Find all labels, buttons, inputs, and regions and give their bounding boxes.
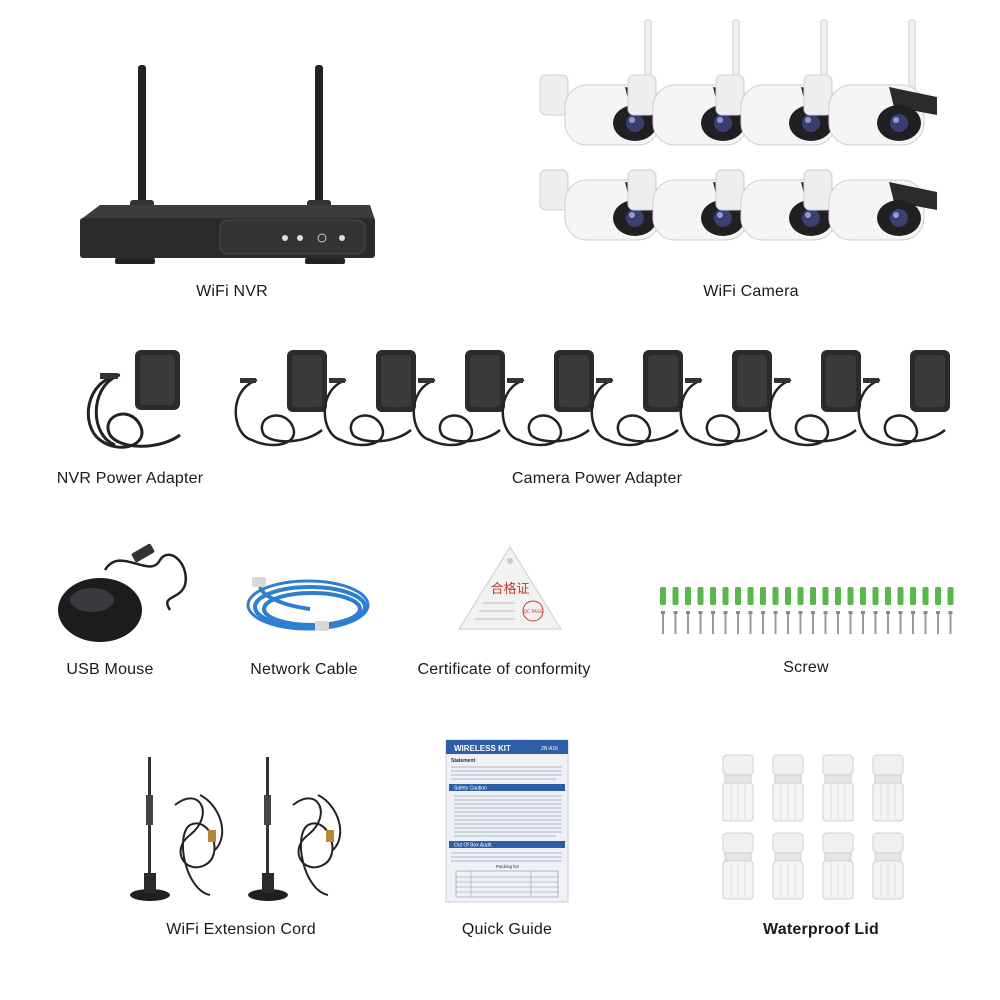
camera-adapter-unit [234, 350, 327, 447]
screw-unit [710, 587, 716, 634]
camera-adapter-unit [857, 350, 950, 447]
screw-unit [760, 587, 766, 634]
screw-unit [772, 587, 779, 634]
nvr-label: WiFi NVR [196, 283, 268, 300]
screw-unit [785, 587, 791, 634]
guide-table-title: Packing list [496, 864, 520, 869]
bullet-camera-icon [539, 19, 937, 241]
screw-unit [847, 587, 854, 634]
screw-image [655, 585, 965, 640]
nvr-image [70, 60, 380, 270]
lid-unit [872, 754, 904, 822]
guide-section-1: Statement [451, 758, 476, 764]
screw-unit [735, 587, 741, 634]
certificate-tag-pass: QC PASS [523, 609, 542, 615]
camera-adapter-unit [590, 350, 683, 447]
guide-section-2: Safety Caution [454, 786, 487, 792]
antenna-unit [130, 757, 224, 901]
screw-unit [697, 587, 704, 634]
lid-unit [872, 832, 904, 900]
network-cable-label: Network Cable [250, 661, 358, 678]
screw-unit [722, 587, 729, 634]
guide-header: WIRELESS KIT [454, 744, 511, 753]
power-adapter-icon [234, 350, 950, 447]
network-cable-image [240, 575, 380, 645]
camera-unit [803, 19, 937, 146]
antenna-image [120, 755, 370, 905]
waterproof-lid-image [715, 750, 915, 910]
quick-guide-booklet-icon: WIRELESS KIT ZB-A16 Statement Safety Cau… [445, 739, 569, 903]
screw-unit [947, 587, 954, 634]
certificate-image: 合格证 QC PASS [455, 545, 565, 635]
lid-unit [722, 754, 754, 822]
usb-mouse-image [50, 540, 200, 645]
lid-unit [822, 754, 854, 822]
certificate-tag-icon: 合格证 QC PASS [458, 546, 562, 630]
screw-unit [922, 587, 929, 634]
quick-guide-image: WIRELESS KIT ZB-A16 Statement Safety Cau… [445, 739, 569, 903]
camera-image [530, 15, 970, 275]
screw-unit [835, 587, 841, 634]
camera-unit [803, 169, 937, 241]
screw-unit [810, 587, 816, 634]
screw-unit [860, 587, 866, 634]
certificate-label: Certificate of conformity [417, 661, 591, 678]
quick-guide-label: Quick Guide [461, 921, 553, 938]
screw-unit [885, 587, 891, 634]
camera-power-adapter-image [232, 345, 962, 460]
lid-unit [822, 832, 854, 900]
ethernet-cable-icon [246, 577, 370, 631]
camera-adapter-unit [768, 350, 861, 447]
nvr-recorder-icon [80, 65, 375, 264]
nvr-power-adapter-image [80, 345, 200, 460]
waterproof-lid-icon [722, 754, 904, 900]
screw-unit [897, 587, 904, 634]
nvr-power-adapter-label: NVR Power Adapter [56, 470, 204, 487]
screw-unit [797, 587, 804, 634]
usb-mouse-label: USB Mouse [66, 661, 154, 678]
lid-unit [772, 754, 804, 822]
waterproof-lid-label: Waterproof Lid [763, 921, 879, 938]
screw-unit [822, 587, 829, 634]
guide-section-3: Out Of Box Audit [454, 843, 492, 849]
screw-unit [672, 587, 679, 634]
screw-unit [660, 587, 666, 634]
camera-adapter-unit [323, 350, 416, 447]
antenna-extension-icon [130, 757, 342, 901]
power-adapter-icon [86, 350, 181, 449]
camera-adapter-unit [412, 350, 505, 447]
camera-label: WiFi Camera [703, 283, 799, 300]
screw-unit [910, 587, 916, 634]
lid-unit [722, 832, 754, 900]
antenna-unit [248, 757, 342, 901]
camera-adapter-unit [501, 350, 594, 447]
screw-unit [747, 587, 754, 634]
camera-adapter-unit [679, 350, 772, 447]
camera-power-adapter-label: Camera Power Adapter [511, 470, 683, 487]
screw-unit [685, 587, 691, 634]
screw-anchor-icon [660, 587, 954, 634]
antenna-label: WiFi Extension Cord [166, 921, 316, 938]
usb-mouse-icon [58, 543, 188, 642]
certificate-tag-title: 合格证 [490, 581, 529, 597]
screw-unit [872, 587, 879, 634]
lid-unit [772, 832, 804, 900]
guide-code: ZB-A16 [541, 746, 558, 752]
screw-label: Screw [783, 659, 829, 676]
screw-unit [935, 587, 941, 634]
